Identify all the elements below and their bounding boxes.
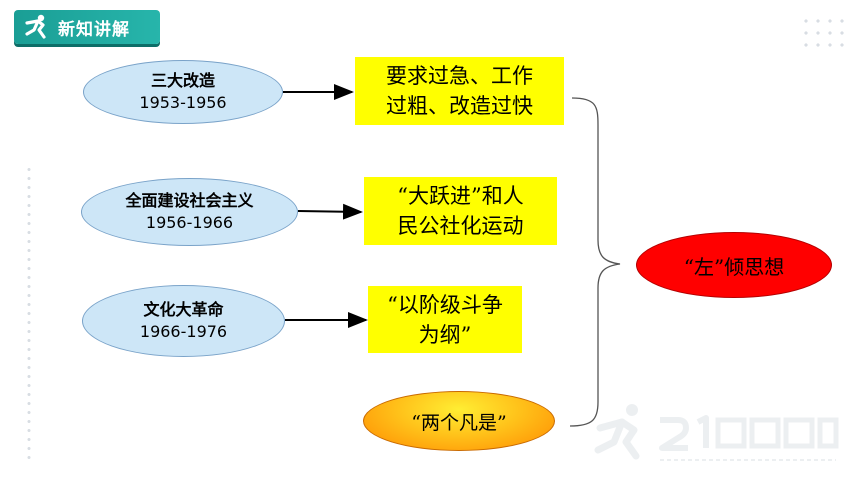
period-years: 1966-1976 — [139, 322, 228, 341]
result-line: 民公社化运动 — [397, 214, 524, 238]
grouping-brace — [569, 97, 621, 427]
result-line: 要求过急、工作 — [386, 64, 533, 88]
period-name: 全面建设社会主义 — [125, 191, 254, 210]
period-ellipse-1: 三大改造 1953-1956 — [83, 60, 283, 124]
section-title: 新知讲解 — [58, 19, 130, 40]
arrow-2 — [297, 203, 363, 220]
decorative-dot-grid — [800, 15, 848, 55]
result-line: “大跃进”和人 — [397, 184, 524, 208]
two-whatevers-label: “两个凡是” — [411, 411, 507, 434]
result-line: “以阶级斗争 — [387, 292, 503, 317]
section-header: 新知讲解 — [14, 10, 160, 44]
result-box-3: “以阶级斗争 为纲” — [368, 286, 522, 353]
two-whatevers-oval: “两个凡是” — [363, 391, 555, 451]
period-name: 三大改造 — [150, 71, 215, 90]
period-ellipse-3: 文化大革命 1966-1976 — [82, 285, 285, 357]
decorative-dot-line — [27, 165, 31, 465]
watermark-logo — [594, 404, 839, 461]
result-line: 过粗、改造过快 — [386, 94, 533, 118]
result-box-1: 要求过急、工作 过粗、改造过快 — [355, 57, 564, 125]
period-years: 1953-1956 — [139, 93, 227, 112]
left-deviation-label: “左”倾思想 — [683, 254, 785, 279]
result-box-2: “大跃进”和人 民公社化运动 — [364, 177, 557, 245]
runner-icon — [25, 14, 46, 39]
period-name: 文化大革命 — [143, 300, 224, 319]
period-years: 1956-1966 — [145, 213, 234, 232]
left-deviation-oval: “左”倾思想 — [636, 232, 832, 298]
period-ellipse-2: 全面建设社会主义 1956-1966 — [81, 178, 298, 246]
result-line: 为纲” — [418, 322, 472, 347]
